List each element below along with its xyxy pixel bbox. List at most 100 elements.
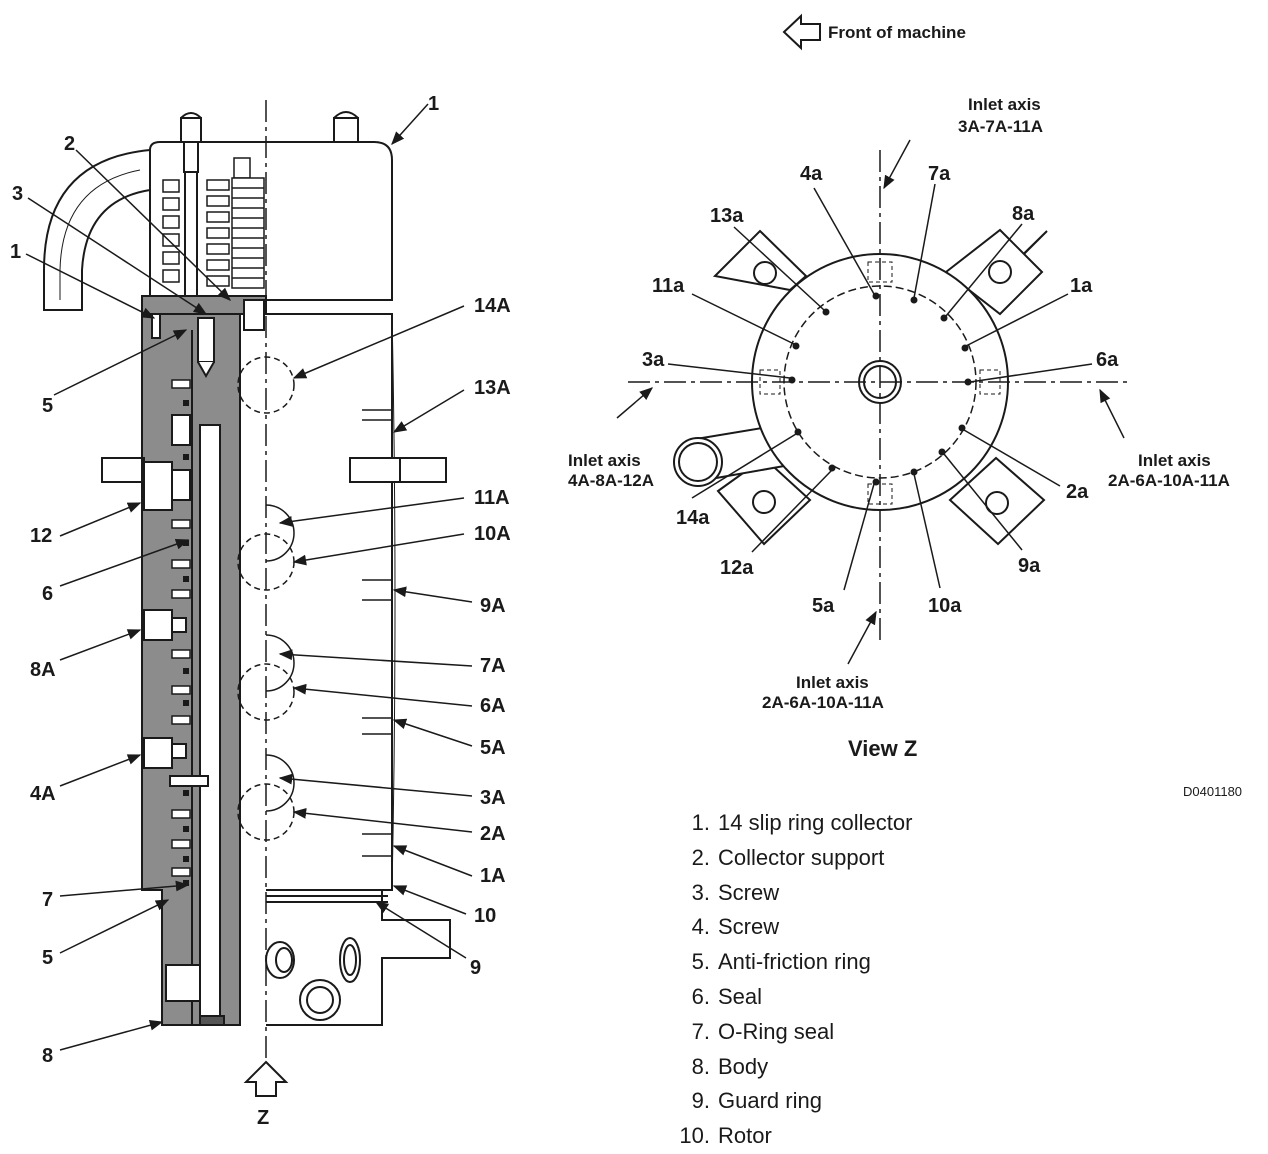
callout-5-top: 5	[42, 395, 53, 417]
port-13a: 13a	[710, 205, 744, 227]
legend-item: 9.Guard ring	[662, 1084, 912, 1119]
port-6a: 6a	[1096, 349, 1119, 371]
callout-7: 7	[42, 889, 53, 911]
legend-text: Screw	[718, 879, 780, 905]
port-7a: 7a	[928, 163, 951, 185]
front-arrow-icon	[782, 13, 821, 51]
port-dots	[788, 292, 972, 486]
callout-3A: 3A	[480, 787, 506, 809]
legend-text: Rotor	[718, 1123, 772, 1149]
view-z-marker-label: Z	[257, 1107, 269, 1129]
callout-3: 3	[12, 183, 23, 205]
legend-number: 10.	[679, 1123, 710, 1149]
view-z-arrow-icon	[243, 1060, 289, 1097]
legend-number: 4.	[691, 914, 710, 940]
legend-item: 1. 14 slip ring collector	[662, 806, 913, 841]
slip-rings	[231, 177, 265, 289]
legend-number: 3.	[691, 879, 710, 905]
legend-item: 7. O-Ring seal	[662, 1015, 912, 1050]
view-z	[628, 150, 1130, 640]
callout-1-top: 1	[428, 93, 439, 115]
legend-number: 5.	[691, 949, 710, 975]
inlet-bottom-line2: 2A-6A-10A-11A	[762, 693, 884, 712]
port-8a: 8a	[1012, 203, 1035, 225]
callout-10: 10	[474, 905, 496, 927]
callout-9A: 9A	[480, 595, 506, 617]
legend-number: 8.	[691, 1053, 710, 1079]
legend-text: Screw	[718, 914, 780, 940]
leader-lines-right	[278, 305, 473, 959]
top-bolt	[180, 112, 202, 321]
inlet-top-line2: 3A-7A-11A	[958, 117, 1043, 136]
callout-8: 8	[42, 1045, 53, 1067]
callouts-left: 1 2 3 1 5 12 6 8A 4A 7 5 8 14A 13A 11A 1…	[10, 93, 511, 1067]
leader-lines-view-z	[616, 139, 1125, 665]
callout-6A: 6A	[480, 695, 506, 717]
legend-number: 7.	[691, 1018, 710, 1044]
parts-legend: 1. 14 slip ring collector 2. Collector sup…	[662, 806, 912, 1154]
left-flange	[101, 457, 143, 483]
inlet-top-line1: Inlet axis	[968, 95, 1041, 114]
legend-text: Seal	[718, 983, 763, 1009]
port-12a: 12a	[720, 557, 754, 579]
legend-text: Collector support	[718, 844, 885, 870]
port-1a: 1a	[1070, 275, 1093, 297]
view-z-title: View Z	[848, 736, 917, 761]
callout-10A: 10A	[474, 523, 511, 545]
legend-item: 5. Anti-friction ring	[662, 945, 912, 980]
inlet-bottom-line1: Inlet axis	[796, 673, 869, 692]
top-nut	[333, 111, 359, 143]
callout-5-bottom: 5	[42, 947, 53, 969]
legend-number: 1.	[691, 810, 710, 835]
callout-5A: 5A	[480, 737, 506, 759]
callout-14A: 14A	[474, 295, 511, 317]
inlet-left-line1: Inlet axis	[568, 451, 641, 470]
legend-text: O-Ring seal	[718, 1018, 835, 1044]
seal-slots	[171, 379, 191, 877]
inlet-right-line2: 2A-6A-10A-11A	[1108, 471, 1230, 490]
callout-7A: 7A	[480, 655, 506, 677]
callout-13A: 13A	[474, 377, 511, 399]
callout-12: 12	[30, 525, 52, 547]
groove-marks	[362, 409, 392, 857]
legend-number: 2.	[691, 844, 710, 870]
callout-1A: 1A	[480, 865, 506, 887]
front-of-machine-indicator: Front of machine	[782, 13, 966, 51]
port-9a: 9a	[1018, 555, 1041, 577]
inlet-left-line2: 4A-8A-12A	[568, 471, 654, 490]
callout-11A: 11A	[474, 487, 510, 509]
port-14a: 14a	[676, 507, 710, 529]
slot-ticks	[759, 261, 1001, 505]
legend-text: 14 slip ring collector	[718, 810, 913, 835]
drawing-code: D0401180	[1183, 784, 1242, 799]
legend-item: 10. Rotor	[662, 1119, 912, 1154]
legend-item: 8. Body	[662, 1050, 912, 1085]
callout-9: 9	[470, 957, 481, 979]
port-11a: 11a	[652, 275, 685, 297]
callout-2: 2	[64, 133, 75, 155]
legend-item: 2. Collector support	[662, 841, 912, 876]
inlet-right-line1: Inlet axis	[1138, 451, 1211, 470]
legend-item: 4. Screw	[662, 910, 912, 945]
screw-3	[197, 317, 215, 363]
legend-number: 9.	[691, 1088, 710, 1114]
port-5a: 5a	[812, 595, 835, 617]
callout-8A: 8A	[30, 659, 56, 681]
port-3a: 3a	[642, 349, 665, 371]
port-10a: 10a	[928, 595, 962, 617]
legend-item: 3. Screw	[662, 876, 912, 911]
callout-2A: 2A	[480, 823, 506, 845]
legend-text: Anti-friction ring	[718, 949, 871, 975]
legend-text: Body	[718, 1053, 769, 1079]
leader-lines-left	[25, 103, 429, 1051]
port-4a: 4a	[800, 163, 823, 185]
legend-item: 6. Seal	[662, 980, 912, 1015]
sectional-view	[43, 100, 451, 1097]
callout-1-left: 1	[10, 241, 21, 263]
port-2a: 2a	[1066, 481, 1089, 503]
callout-4A: 4A	[30, 783, 56, 805]
legend-number: 6.	[691, 983, 710, 1009]
view-z-labels: Inlet axis 3A-7A-11A Inlet axis 4A-8A-12…	[568, 95, 1242, 799]
callout-6: 6	[42, 583, 53, 605]
